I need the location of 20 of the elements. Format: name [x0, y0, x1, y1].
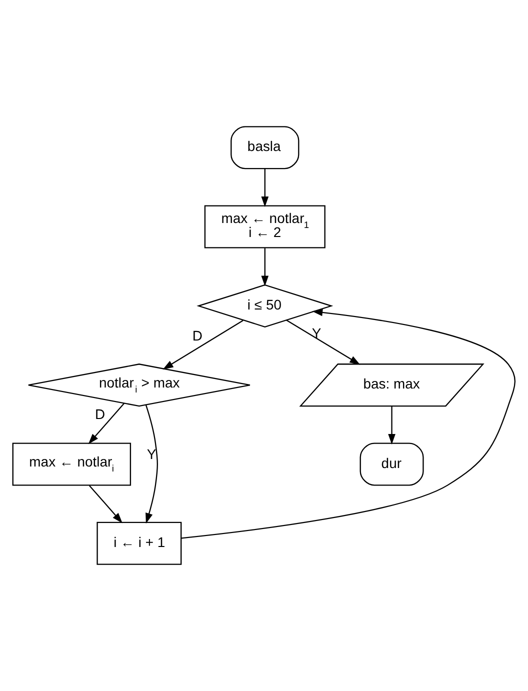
arrow — [162, 320, 244, 370]
node-box: i ← i + 1 — [96, 522, 182, 565]
arrow — [145, 404, 158, 524]
arrow — [181, 308, 516, 539]
arrow — [286, 320, 360, 365]
node-diamond: notlar$_{i}$ > max — [28, 364, 251, 407]
arrow — [388, 406, 396, 445]
arrow — [261, 248, 269, 286]
arrow — [88, 485, 122, 524]
edge-label: Y — [146, 446, 156, 462]
edge-label: Y — [312, 324, 322, 341]
edge-label: D — [95, 406, 106, 422]
arrow — [261, 168, 269, 208]
node-box: dur — [360, 442, 424, 486]
arrow — [88, 402, 125, 444]
node-box: max ← notlar$_{i}$ — [12, 442, 132, 486]
node-diamond: i ≤ 50 — [196, 284, 334, 328]
edge-label: D — [192, 327, 202, 344]
node-box: max ← notlar$_{1}$ i ← 2 — [204, 205, 326, 248]
node-box: basla — [230, 126, 300, 170]
